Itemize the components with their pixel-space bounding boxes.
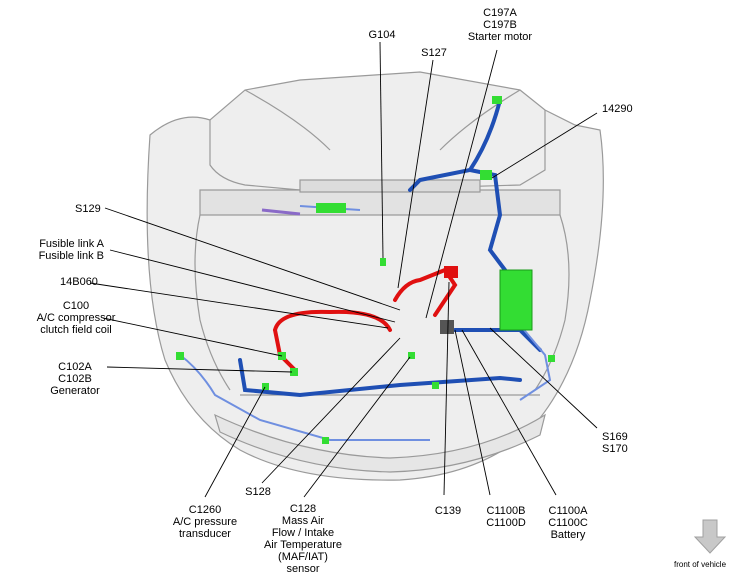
bay-left-wall	[194, 214, 231, 391]
connector-s129	[316, 203, 346, 213]
front-bumper	[214, 413, 546, 473]
starter-connector	[440, 320, 454, 334]
connector-front-mid2	[432, 382, 439, 389]
fusible-link-block	[444, 266, 458, 278]
leader-c1100b	[454, 329, 491, 496]
harness-red-upper	[393, 267, 458, 317]
connector-front-left	[176, 352, 184, 360]
leader-s129	[104, 207, 401, 311]
connector-front-mid	[322, 437, 329, 444]
battery	[499, 269, 533, 331]
callout-c139: C139	[434, 505, 462, 517]
callout-c197: C197A C197B Starter motor	[467, 7, 533, 43]
connector-c128	[408, 352, 415, 359]
leader-14290	[491, 112, 598, 179]
harness-purple	[261, 208, 301, 216]
connector-s169	[548, 355, 555, 362]
callout-c1100b: C1100B C1100D	[486, 505, 526, 529]
leader-c128	[303, 356, 411, 498]
leader-c102	[106, 366, 293, 373]
leader-fusible	[109, 249, 396, 323]
harness-right-lower	[519, 324, 552, 401]
windshield-base	[244, 89, 521, 151]
callout-c128: C128 Mass Air Flow / Intake Air Temperat…	[263, 503, 343, 575]
front-of-vehicle-label: front of vehicle	[674, 560, 727, 569]
leader-g104	[379, 41, 384, 259]
leader-c100	[102, 317, 283, 357]
vehicle-body	[146, 71, 604, 481]
leader-c197	[425, 49, 498, 319]
light-blue-harness	[179, 205, 552, 441]
callout-fusible-links: Fusible link A Fusible link B	[38, 238, 104, 262]
front-of-vehicle-arrow-icon	[693, 519, 727, 554]
leader-s127	[397, 59, 434, 289]
connector-c1260	[262, 383, 269, 390]
callout-c100: C100 A/C compressor clutch field coil	[36, 300, 116, 336]
leader-s169	[489, 327, 598, 429]
connector-c197	[492, 96, 502, 104]
leader-14b060	[89, 282, 389, 329]
leader-c1260	[204, 386, 266, 498]
connector-c102	[290, 368, 298, 376]
components	[176, 96, 555, 444]
firewall	[199, 189, 561, 216]
leader-c139	[443, 281, 450, 496]
harness-lower-left	[179, 354, 430, 441]
leader-c1100a	[461, 329, 557, 496]
callout-14b060: 14B060	[60, 276, 98, 288]
leader-s128	[261, 337, 401, 484]
callout-14290: 14290	[602, 103, 633, 115]
callout-c1260: C1260 A/C pressure transducer	[172, 504, 238, 540]
callout-s127: S127	[421, 47, 447, 59]
callout-s128: S128	[245, 486, 271, 498]
callout-s129: S129	[75, 203, 101, 215]
callout-c102: C102A C102B Generator	[50, 361, 100, 397]
connector-14290	[480, 170, 492, 180]
callout-c1100a: C1100A C1100C Battery	[548, 505, 588, 541]
leader-lines	[89, 41, 598, 498]
connector-g104	[380, 258, 386, 266]
cowl-grille	[299, 179, 481, 193]
callout-g104: G104	[368, 29, 396, 41]
callout-s169-s170: S169 S170	[602, 431, 628, 455]
